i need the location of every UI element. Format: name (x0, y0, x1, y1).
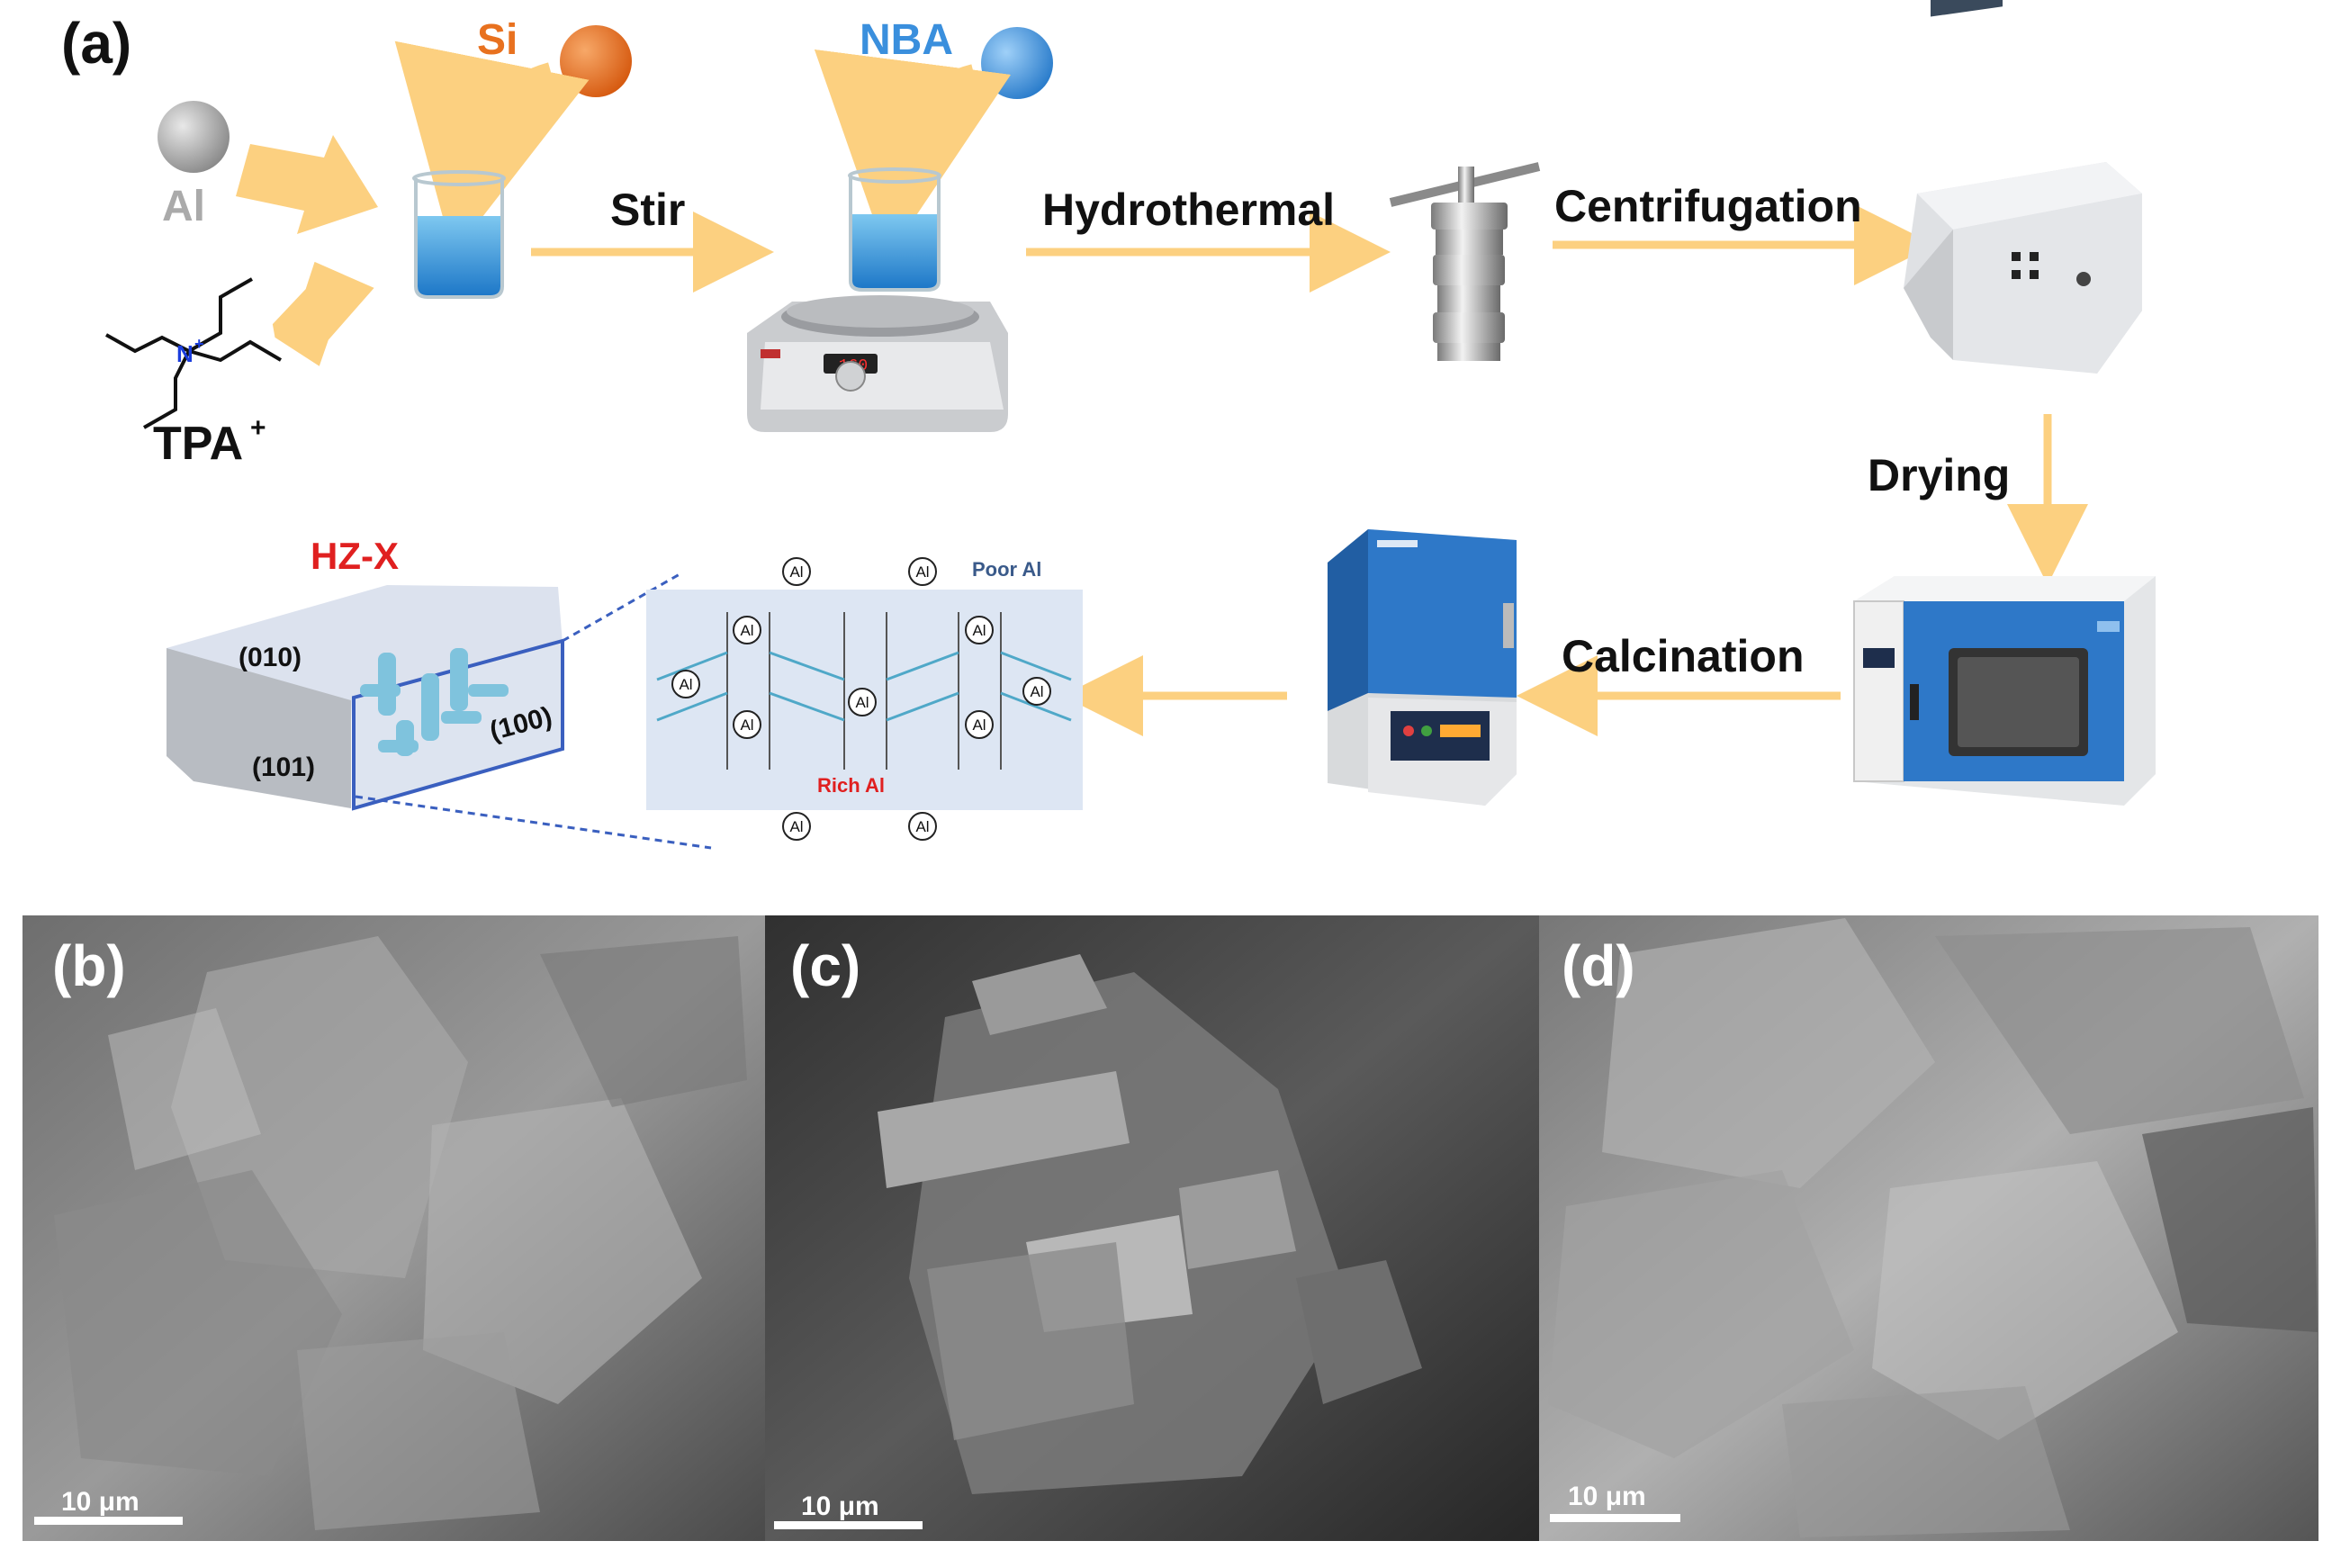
nitrogen-label: N (176, 340, 194, 367)
face-101-label: (101) (252, 752, 315, 782)
al-site-label: Al (915, 818, 929, 835)
al-site-marker (908, 812, 937, 841)
zeolite-crystal (167, 585, 564, 811)
al-sphere (158, 101, 230, 173)
tpa-arrow (272, 261, 374, 366)
poor-al-label: Poor Al (972, 558, 1041, 581)
al-site-label: Al (789, 563, 803, 581)
beaker-icon (848, 167, 941, 292)
al-label: Al (162, 183, 205, 230)
sem-panel-c (765, 915, 1539, 1541)
al-site-marker (733, 710, 761, 739)
al-site-label: Al (740, 716, 753, 734)
rich-al-label: Rich Al (817, 774, 885, 797)
magnetic-stirrer-icon: 160 (747, 295, 1008, 432)
panel-label-c: (c) (790, 933, 860, 998)
al-site-marker (848, 688, 877, 716)
tpa-charge: + (250, 413, 266, 443)
scale-label-c: 10 μm (801, 1491, 879, 1521)
al-site-label: Al (972, 622, 986, 639)
al-site-label: Al (855, 694, 869, 711)
si-arrow (394, 41, 590, 255)
al-site-label: Al (679, 676, 692, 693)
al-site-label: Al (740, 622, 753, 639)
al-site-marker (782, 812, 811, 841)
zoom-line-bottom (355, 795, 712, 850)
nba-label: NBA (860, 16, 953, 64)
al-site-label: Al (789, 818, 803, 835)
si-sphere (560, 25, 632, 97)
nitrogen-charge: + (194, 335, 204, 353)
tpa-molecule (105, 277, 283, 429)
scale-label-d: 10 μm (1568, 1482, 1646, 1511)
hydrothermal-label: Hydrothermal (1042, 185, 1335, 235)
al-site-marker (782, 557, 811, 586)
panel-label-d: (d) (1562, 933, 1635, 998)
al-site-marker (965, 710, 994, 739)
zigzag-channels (656, 651, 1072, 722)
channel-walls (726, 612, 1002, 770)
sem-panel-d (1539, 915, 2318, 1541)
panel-label-b: (b) (52, 933, 126, 998)
hzx-label: HZ-X (311, 535, 399, 577)
centrifuge-icon (1904, 0, 2142, 374)
drying-label: Drying (1868, 450, 2010, 500)
muffle-furnace-icon (1328, 529, 1517, 806)
tpa-label: TPA (153, 418, 243, 470)
al-site-label: Al (915, 563, 929, 581)
al-site-marker (965, 616, 994, 644)
calcination-label: Calcination (1562, 631, 1804, 681)
al-site-marker (733, 616, 761, 644)
zoom-line-top (562, 572, 680, 643)
nba-arrow (814, 49, 1012, 259)
scale-bar-b (34, 1517, 183, 1525)
al-arrow (236, 135, 378, 234)
scale-bar-c (774, 1521, 923, 1529)
scale-bar-d (1550, 1514, 1680, 1522)
drying-oven-icon (1853, 576, 2156, 806)
autoclave-icon (1389, 162, 1541, 361)
panel-label-a: (a) (61, 11, 131, 76)
scale-label-b: 10 μm (61, 1487, 140, 1517)
al-site-marker (908, 557, 937, 586)
al-site-label: Al (1030, 683, 1043, 700)
al-site-marker (671, 670, 700, 698)
face-010-label: (010) (239, 643, 302, 672)
si-label: Si (477, 16, 518, 64)
al-site-marker (1022, 677, 1051, 706)
beaker-icon (412, 170, 506, 299)
stir-label: Stir (610, 185, 685, 235)
al-site-label: Al (972, 716, 986, 734)
nba-sphere (981, 27, 1053, 99)
centrifugation-label: Centrifugation (1554, 181, 1862, 231)
sem-panel-b (23, 915, 765, 1541)
